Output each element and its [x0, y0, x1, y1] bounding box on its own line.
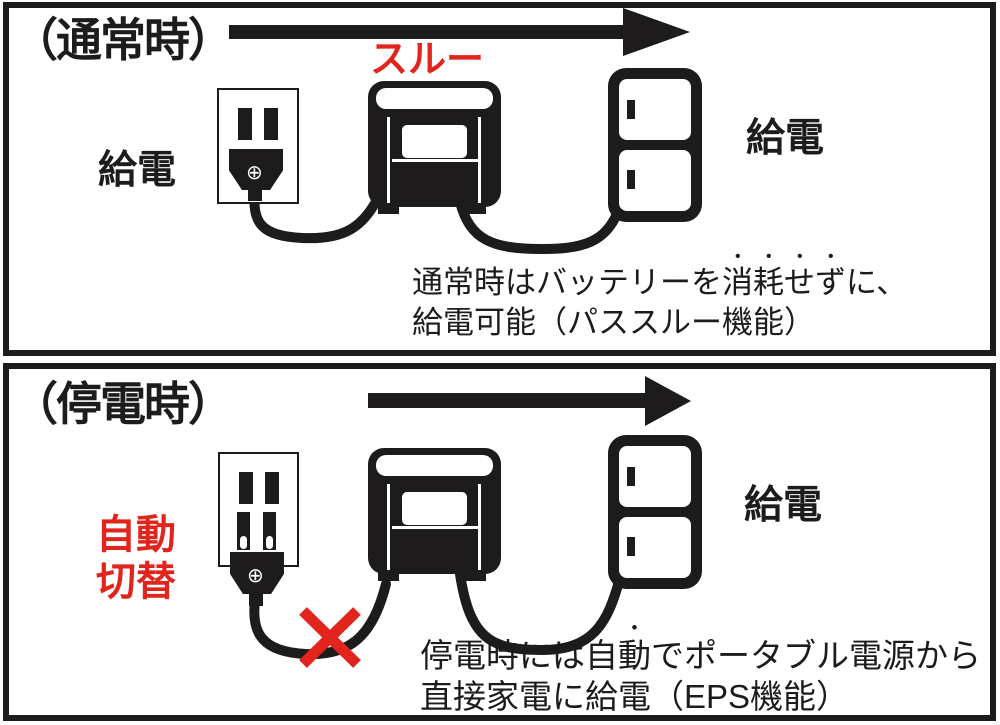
outlet-slot [265, 472, 279, 504]
pass-through-label: スルー [370, 39, 485, 81]
arrow-right-icon [229, 25, 623, 39]
station-line [387, 484, 390, 570]
cable-station-to-fridge-outage [455, 569, 625, 656]
station-handle [376, 88, 493, 109]
station-line [392, 159, 478, 162]
caption-normal-line2: 給電可能（パススルー機能） [412, 305, 815, 340]
station-foot [465, 572, 486, 581]
caption-text: 停電時には [420, 637, 585, 674]
fridge-handle [627, 170, 635, 189]
fridge-handle [627, 100, 635, 119]
cable-station-to-fridge [455, 197, 626, 255]
supply-label-right: 給電 [746, 117, 825, 160]
station-line [478, 117, 481, 203]
plug-screw-icon: ⊕ [246, 162, 263, 184]
plug-icon [229, 149, 283, 190]
portable-power-station-icon [368, 448, 501, 581]
auto-switch-label: 自動 切替 [96, 512, 176, 606]
auto-switch-line1: 自動 [96, 513, 176, 557]
fridge-handle [627, 467, 635, 486]
caption-emphasized-text: 自動 [585, 637, 651, 674]
caption-normal-line1: 通常時はバッテリーを消耗せずに、 [412, 248, 907, 303]
cable-wall-to-station [249, 185, 382, 244]
unplugged-plug-icon [230, 552, 284, 594]
arrow-right-head-icon [645, 376, 691, 426]
outlet-slot [238, 108, 252, 140]
heading-normal-times: （通常時） [12, 14, 234, 66]
caption-outage-line1: 停電時には自動でポータブル電源から [420, 618, 981, 676]
auto-switch-line2: 切替 [96, 560, 176, 604]
station-line [387, 117, 390, 203]
x-mark-stroke [299, 607, 361, 668]
caption-outage-line2: 直接家電に給電（EPS機能） [420, 678, 850, 715]
caption-text: でポータブル電源から [651, 637, 981, 674]
plug-cable-stub [249, 593, 263, 606]
station-display [402, 492, 467, 525]
station-foot [465, 205, 486, 214]
station-foot [378, 205, 399, 214]
station-line [392, 526, 478, 529]
arrow-right-icon [368, 393, 645, 408]
plug-screw-icon: ⊕ [247, 565, 264, 587]
station-line [478, 484, 481, 570]
fridge-handle [627, 537, 635, 556]
heading-outage-times: （停電時） [12, 378, 234, 430]
caption-text: 通常時はバッテリーを [412, 265, 722, 300]
refrigerator-icon [608, 435, 702, 589]
arrow-right-head-icon [623, 8, 690, 56]
station-foot [378, 572, 399, 581]
plug-cable-stub [248, 188, 262, 201]
station-display [402, 125, 467, 158]
caption-emphasized-text: 消耗せず [722, 265, 846, 300]
portable-power-station-icon [368, 81, 501, 214]
plug-prong-tip [266, 536, 273, 549]
caption-normal: 通常時はバッテリーを消耗せずに、 給電可能（パススルー機能） [412, 248, 907, 343]
station-handle [376, 455, 493, 476]
supply-label-left: 給電 [98, 149, 177, 192]
caption-outage: 停電時には自動でポータブル電源から 直接家電に給電（EPS機能） [420, 618, 981, 717]
supply-label-right: 給電 [744, 484, 823, 527]
caption-text: に、 [846, 265, 908, 300]
outlet-slot [239, 472, 253, 504]
outlet-slot [264, 108, 278, 140]
plug-prong-tip [240, 536, 247, 549]
refrigerator-icon [608, 68, 702, 222]
